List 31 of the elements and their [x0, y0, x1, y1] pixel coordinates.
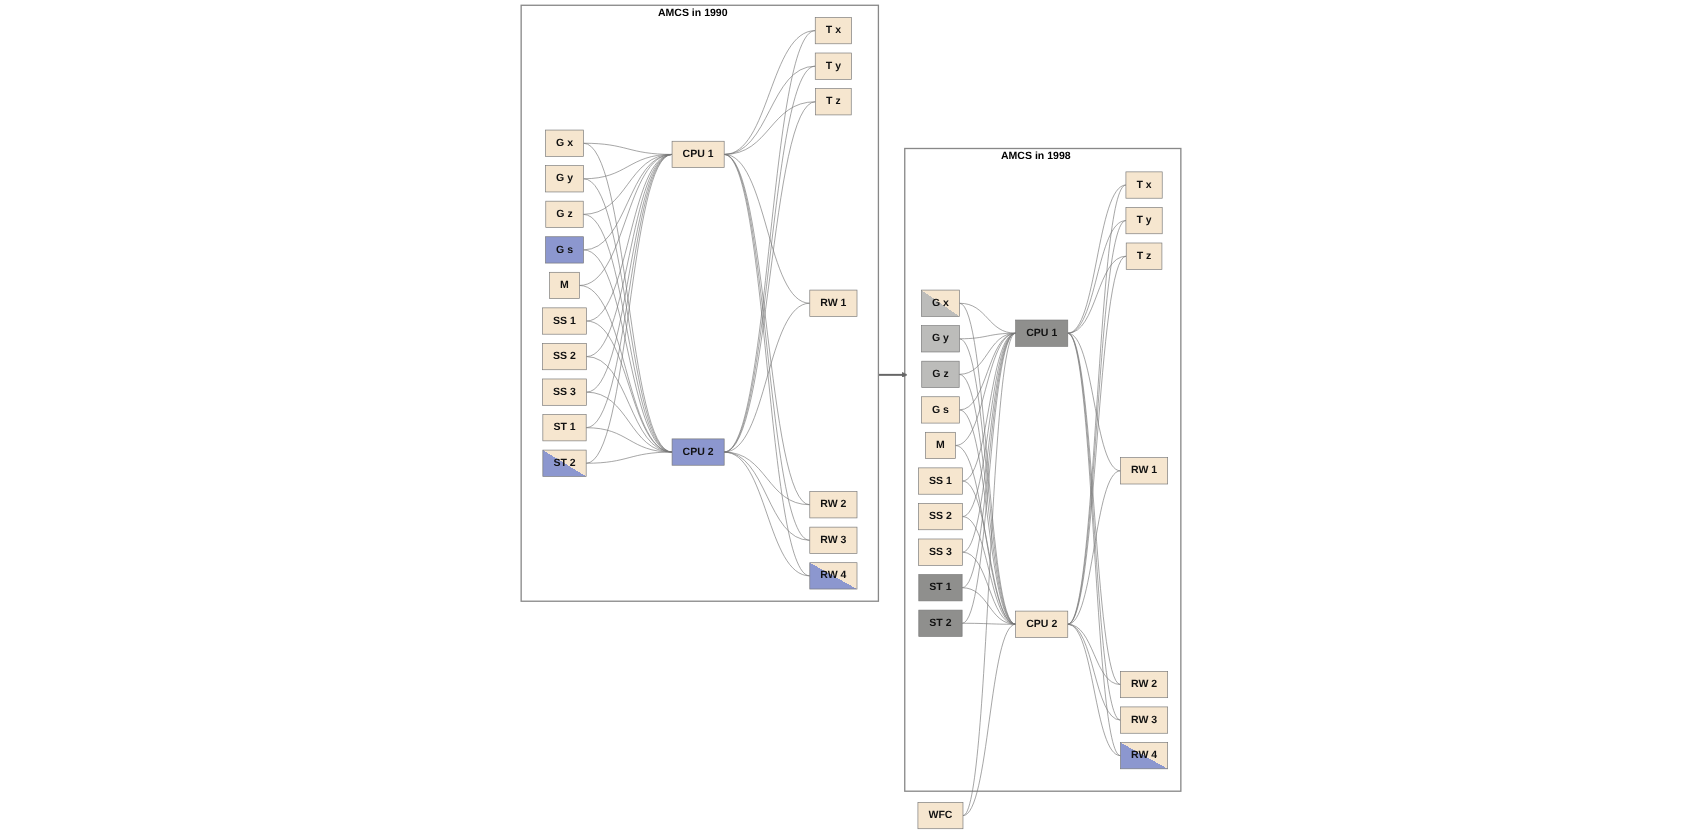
connector-line: [723, 451, 811, 577]
connector-line: [1067, 220, 1127, 334]
connector-line: [959, 302, 1016, 334]
connector-line: [1067, 184, 1127, 334]
connector-line: [961, 622, 1016, 625]
connector-line: [723, 101, 816, 155]
connector-line: [586, 320, 673, 453]
connector-line: [961, 587, 1016, 625]
connector-line: [962, 623, 1016, 816]
connector-line: [1067, 623, 1121, 756]
connector-line: [955, 332, 1016, 446]
connector-line: [1067, 470, 1121, 625]
connector-line: [723, 154, 811, 304]
connector-line: [962, 480, 1016, 625]
connector-line: [1067, 623, 1121, 721]
connector-line: [958, 332, 1016, 375]
connector-line: [1067, 332, 1121, 472]
connector-line: [962, 551, 1016, 625]
arrow: [877, 371, 908, 378]
connector-line: [723, 302, 811, 453]
connector-line: [962, 332, 1016, 517]
connector-line: [585, 451, 673, 464]
connector-line: [959, 409, 1016, 625]
connector-line: [962, 332, 1016, 816]
connector-line: [962, 332, 1016, 553]
connector-line: [1067, 255, 1127, 334]
connector-line: [1067, 623, 1121, 685]
connector-line: [962, 332, 1016, 482]
connector-line: [962, 516, 1016, 625]
connector-line: [723, 65, 816, 155]
connector-line: [583, 249, 673, 453]
